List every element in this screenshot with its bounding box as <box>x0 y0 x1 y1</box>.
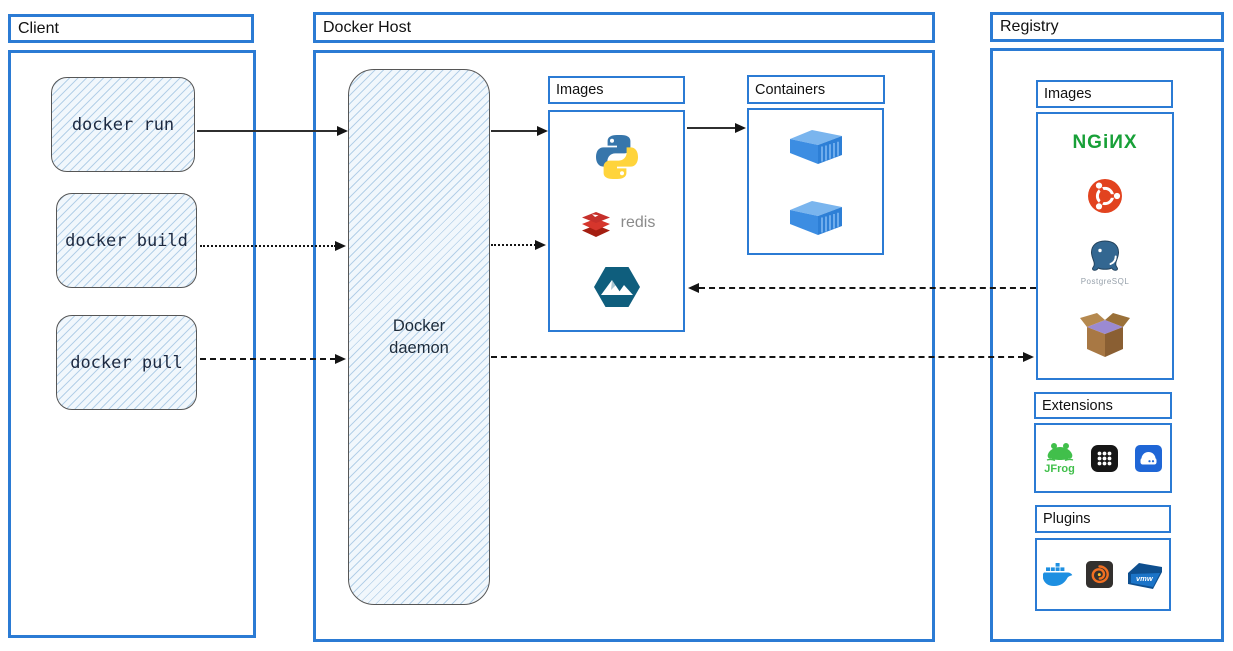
python-icon <box>595 135 638 180</box>
alpine-icon <box>593 266 640 307</box>
arrow-registry-to-images <box>699 287 1036 289</box>
redis-label: redis <box>620 213 656 231</box>
arrowhead <box>535 240 546 250</box>
arrow-pull-to-daemon <box>200 358 336 360</box>
postgresql-icon <box>1090 240 1119 271</box>
postgresql-label: PostgreSQL <box>1080 276 1130 286</box>
docker-build-label: docker build <box>65 230 188 251</box>
arrowhead <box>735 123 746 133</box>
redis-icon <box>581 212 610 238</box>
docker-host-section-title: Docker Host <box>313 12 935 43</box>
docker-daemon-box: Docker daemon <box>348 69 490 605</box>
arrowhead <box>335 241 346 251</box>
docker-daemon-label: Docker daemon <box>389 316 449 357</box>
arrowhead <box>537 126 548 136</box>
arrow-run-to-daemon <box>197 130 338 132</box>
docker-whale-icon <box>1043 562 1073 586</box>
arrowhead <box>688 283 699 293</box>
extensions-panel-title: Extensions <box>1034 392 1172 419</box>
host-images-title-label: Images <box>556 82 604 98</box>
host-images-panel-title: Images <box>548 76 685 104</box>
registry-section-title: Registry <box>990 12 1224 42</box>
vmware-icon: vmw <box>1127 562 1162 589</box>
jfrog-logo: JFrog <box>1044 442 1075 475</box>
client-section-title: Client <box>8 14 254 43</box>
jfrog-icon <box>1046 442 1073 461</box>
ubuntu-icon <box>1088 179 1122 214</box>
container-icon <box>789 129 842 164</box>
postgresql-logo: PostgreSQL <box>1081 239 1130 286</box>
arrow-daemon-to-images <box>491 130 538 132</box>
grafana-icon <box>1085 561 1113 588</box>
registry-images-title-label: Images <box>1044 86 1092 102</box>
arrow-images-to-containers <box>687 127 736 129</box>
docker-pull-box: docker pull <box>56 315 197 410</box>
nginx-icon: NGiИX <box>1072 132 1138 154</box>
registry-title-label: Registry <box>1000 18 1059 35</box>
plugins-panel-title: Plugins <box>1035 505 1171 533</box>
package-box-icon <box>1080 312 1130 357</box>
docker-run-label: docker run <box>71 114 175 135</box>
containers-panel-title: Containers <box>747 75 885 104</box>
disk-vm-extension-icon <box>1134 444 1162 472</box>
client-title-label: Client <box>18 19 59 37</box>
arrow-build-to-daemon <box>200 245 336 247</box>
containers-panel <box>747 108 884 255</box>
container-icon <box>789 201 842 236</box>
docker-host-title-label: Docker Host <box>323 18 412 36</box>
plugins-title-label: Plugins <box>1043 511 1091 527</box>
docker-build-box: docker build <box>56 193 197 288</box>
extensions-panel: JFrog <box>1034 423 1172 493</box>
arrow-daemon-to-registry <box>491 356 1024 358</box>
arrowhead <box>1023 352 1034 362</box>
arrowhead <box>337 126 348 136</box>
host-images-panel: redis <box>548 110 685 332</box>
extensions-title-label: Extensions <box>1042 397 1113 414</box>
registry-images-panel-title: Images <box>1036 80 1173 108</box>
containers-title-label: Containers <box>755 81 826 98</box>
registry-images-panel: NGiИX PostgreSQL <box>1036 112 1174 380</box>
docker-run-box: docker run <box>51 77 195 172</box>
redis-logo: redis <box>578 206 656 239</box>
jfrog-label: JFrog <box>1044 462 1075 475</box>
arrow-daemon-to-images-dotted <box>491 244 536 246</box>
vmware-label: vmw <box>1136 574 1154 583</box>
docker-pull-label: docker pull <box>70 352 183 373</box>
plugins-panel: vmw <box>1035 538 1171 611</box>
app-grid-extension-icon <box>1091 444 1119 472</box>
arrowhead <box>335 354 346 364</box>
